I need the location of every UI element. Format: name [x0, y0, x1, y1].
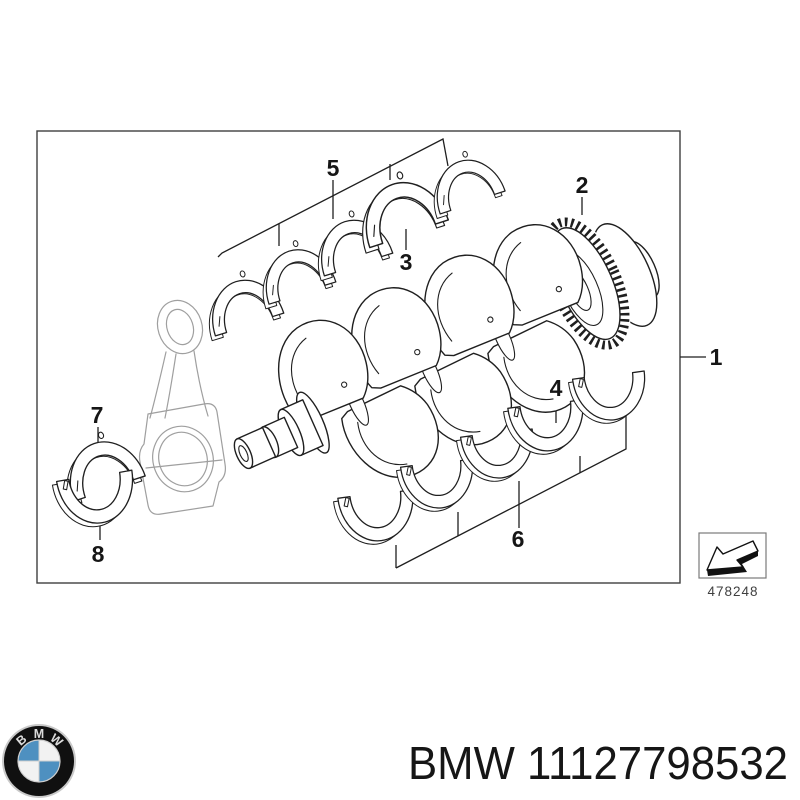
callout-leader-lines: [97, 138, 706, 569]
part-number-text: BMW 11127798532: [408, 737, 788, 789]
bmw-roundel-logo: B M W: [2, 724, 76, 798]
connecting-rod-illustration: [138, 299, 226, 515]
crankshaft-illustration: [233, 210, 660, 495]
stamp-code-text: 478248: [707, 584, 758, 599]
logo-quadrants: [17, 739, 61, 783]
logo-quadrant-se-blue: [39, 761, 60, 782]
callout-label-8: 8: [92, 541, 105, 567]
callout-label-5: 5: [327, 155, 340, 181]
direction-arrow-icon: [706, 540, 759, 576]
logo-quadrant-nw-blue: [18, 740, 39, 761]
logo-quadrant-ne-white: [39, 740, 60, 761]
crankshaft-nose: [233, 391, 330, 470]
callout-label-6: 6: [512, 526, 525, 552]
callout-label-7: 7: [91, 402, 104, 428]
callout-label-2: 2: [576, 172, 589, 198]
callout-label-3: 3: [400, 249, 413, 275]
logo-quadrant-sw-white: [18, 761, 39, 782]
callout-label-4: 4: [550, 375, 563, 401]
revision-stamp: 478248: [698, 532, 767, 599]
callout-label-1: 1: [710, 344, 723, 370]
logo-letter-m: M: [34, 727, 44, 741]
